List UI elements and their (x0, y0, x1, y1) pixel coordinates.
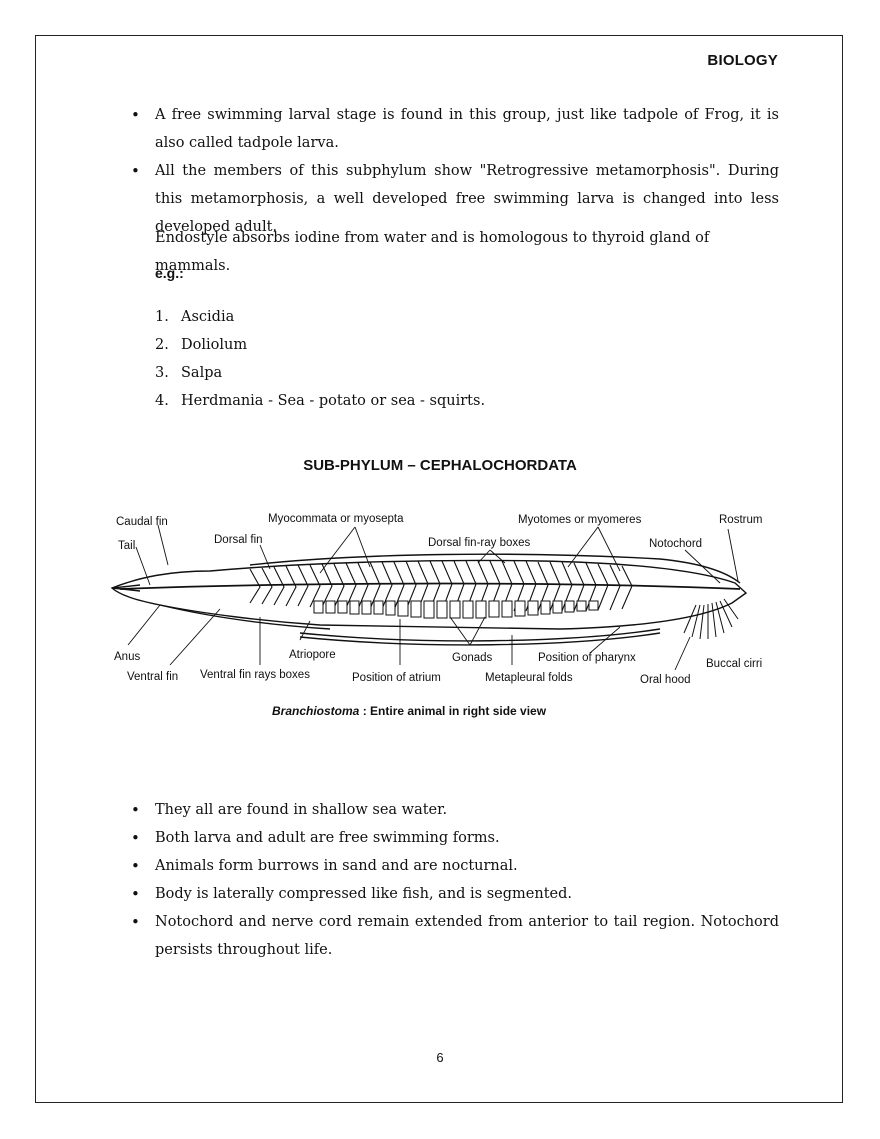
section-title: SUB-PHYLUM – CEPHALOCHORDATA (303, 457, 577, 474)
label-dorsal-fin-ray-boxes: Dorsal fin-ray boxes (428, 537, 531, 549)
gonad-boxes (313, 600, 599, 619)
subject-header: BIOLOGY (707, 52, 778, 69)
label-notochord: Notochord (649, 538, 702, 550)
page-number: 6 (436, 1050, 444, 1065)
leader-lines (127, 524, 739, 671)
item-text: Salpa (181, 365, 223, 381)
label-dorsal-fin: Dorsal fin (214, 534, 263, 546)
label-caudal-fin: Caudal fin (116, 516, 168, 528)
label-gonads: Gonads (452, 652, 493, 664)
label-ventral-fin-rays: Ventral fin rays boxes (200, 669, 310, 681)
label-myotomes: Myotomes or myomeres (518, 514, 642, 526)
label-myocommata: Myocommata or myosepta (268, 513, 404, 525)
item-number: 2. (155, 337, 169, 353)
bullet-item: Both larva and adult are free swimming f… (131, 824, 779, 852)
item-text: Ascidia (181, 309, 235, 325)
label-buccal-cirri: Buccal cirri (706, 658, 762, 670)
body-outline (110, 559, 748, 630)
list-item: 4. Herdmania - Sea - potato or sea - squi… (155, 387, 485, 415)
notochord-line (119, 582, 741, 590)
figure-caption: Branchiostoma : Entire animal in right s… (272, 704, 547, 718)
intro-bullet-list: A free swimming larval stage is found in… (131, 101, 779, 241)
bullet-item: Animals form burrows in sand and are noc… (131, 852, 779, 880)
item-number: 3. (155, 365, 169, 381)
label-ventral-fin: Ventral fin (127, 671, 178, 683)
branchiostoma-diagram: Caudal fin Tail Dorsal fin Myocommata or… (110, 513, 762, 718)
label-atriopore: Atriopore (289, 649, 336, 661)
label-oral-hood: Oral hood (640, 674, 691, 686)
list-item: 2. Doliolum (155, 331, 485, 359)
caption-rest: : Entire animal in right side view (359, 704, 546, 718)
list-item: 1. Ascidia (155, 303, 485, 331)
bullet-item: Body is laterally compressed like fish, … (131, 880, 779, 908)
item-number: 4. (155, 393, 169, 409)
endostyle-note: Endostyle absorbs iodine from water and … (155, 230, 710, 274)
label-rostrum: Rostrum (719, 514, 762, 526)
ventral-fin-line (159, 604, 331, 630)
bullet-item: Notochord and nerve cord remain extended… (131, 908, 779, 964)
metapleural-fold (299, 628, 661, 642)
bullet-item: A free swimming larval stage is found in… (131, 101, 779, 157)
item-text: Herdmania - Sea - potato or sea - squirt… (181, 393, 486, 409)
buccal-cirri (683, 598, 739, 640)
label-metapleural-folds: Metapleural folds (485, 672, 573, 684)
examples-label: e.g.: (155, 265, 184, 281)
item-number: 1. (155, 309, 169, 325)
label-anus: Anus (114, 651, 140, 663)
examples-list: 1. Ascidia 2. Doliolum 3. Salpa 4. Herdmania… (155, 303, 485, 415)
page-border (35, 35, 843, 1103)
label-position-of-atrium: Position of atrium (352, 672, 441, 684)
dorsal-fin-line (249, 553, 741, 584)
label-tail: Tail (118, 540, 135, 552)
item-text: Doliolum (181, 337, 248, 353)
caption-genus: Branchiostoma (272, 704, 360, 718)
list-item: 3. Salpa (155, 359, 485, 387)
bullet-item: All the members of this subphylum show "… (131, 157, 779, 241)
features-bullet-list: They all are found in shallow sea water.… (131, 796, 779, 964)
bullet-item: They all are found in shallow sea water. (131, 796, 779, 824)
label-position-of-pharynx: Position of pharynx (538, 652, 636, 664)
